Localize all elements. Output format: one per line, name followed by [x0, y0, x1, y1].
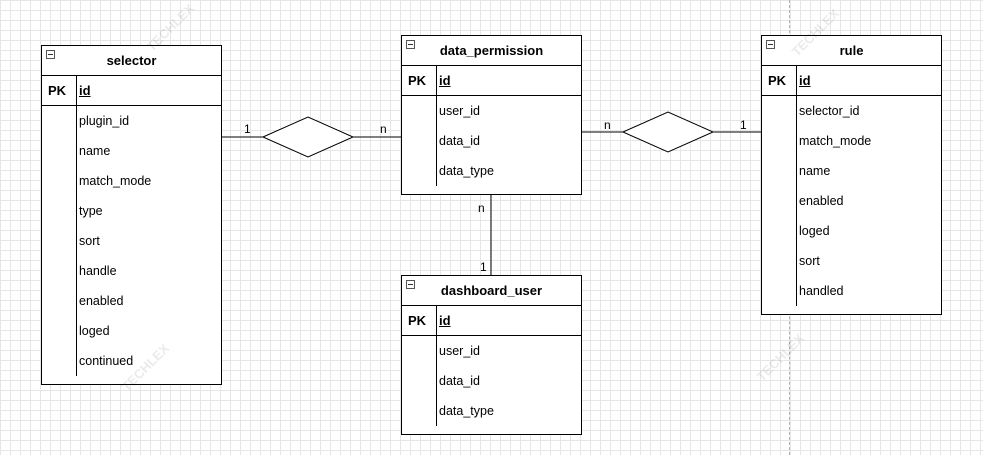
attribute: continued — [79, 354, 134, 368]
attribute: match_mode — [799, 134, 872, 148]
attribute: sort — [79, 234, 100, 248]
cardinality-permission-right: n — [604, 118, 611, 132]
attribute: enabled — [799, 194, 844, 208]
entity-dashboard-user[interactable]: dashboard_user PK id user_id data_id dat… — [401, 275, 582, 435]
collapse-icon[interactable] — [406, 40, 415, 49]
pk-label: PK — [408, 313, 427, 328]
attribute: data_type — [439, 164, 494, 178]
attribute: data_type — [439, 404, 494, 418]
entity-data-permission[interactable]: data_permission PK id user_id data_id da… — [401, 35, 582, 195]
attribute: sort — [799, 254, 820, 268]
attribute: loged — [799, 224, 830, 238]
attribute: plugin_id — [79, 114, 130, 128]
cardinality-permission-left: n — [380, 122, 387, 136]
permission-rule-diamond — [621, 111, 715, 153]
attribute: data_id — [439, 374, 481, 388]
attribute: match_mode — [79, 174, 152, 188]
pk-label: PK — [48, 83, 67, 98]
attribute: selector_id — [799, 104, 860, 118]
attribute: loged — [79, 324, 110, 338]
attribute: name — [799, 164, 831, 178]
selector-permission-diamond — [261, 116, 355, 158]
entity-selector[interactable]: selector PK id plugin_id name match_mode… — [41, 45, 222, 385]
pk-field: id — [439, 313, 451, 328]
pk-label: PK — [408, 73, 427, 88]
attribute: user_id — [439, 344, 480, 358]
collapse-icon[interactable] — [46, 50, 55, 59]
cardinality-dashboard-top: 1 — [480, 260, 487, 274]
pk-field: id — [439, 73, 451, 88]
collapse-icon[interactable] — [406, 280, 415, 289]
attribute: type — [79, 204, 103, 218]
entity-rule[interactable]: rule PK id selector_id match_mode name e… — [761, 35, 942, 315]
pk-field: id — [79, 83, 91, 98]
pk-field: id — [799, 73, 811, 88]
pk-label: PK — [768, 73, 787, 88]
entity-title: data_permission — [439, 43, 544, 58]
attribute: data_id — [439, 134, 481, 148]
cardinality-rule: 1 — [740, 118, 747, 132]
entity-title: rule — [839, 43, 864, 58]
cardinality-selector: 1 — [244, 122, 251, 136]
attribute: handle — [79, 264, 117, 278]
attribute: name — [79, 144, 111, 158]
attribute: user_id — [439, 104, 480, 118]
attribute: enabled — [79, 294, 124, 308]
collapse-icon[interactable] — [766, 40, 775, 49]
attribute: handled — [799, 284, 844, 298]
entity-title: dashboard_user — [440, 283, 543, 298]
entity-title: selector — [106, 53, 157, 68]
cardinality-permission-bottom: n — [478, 201, 485, 215]
